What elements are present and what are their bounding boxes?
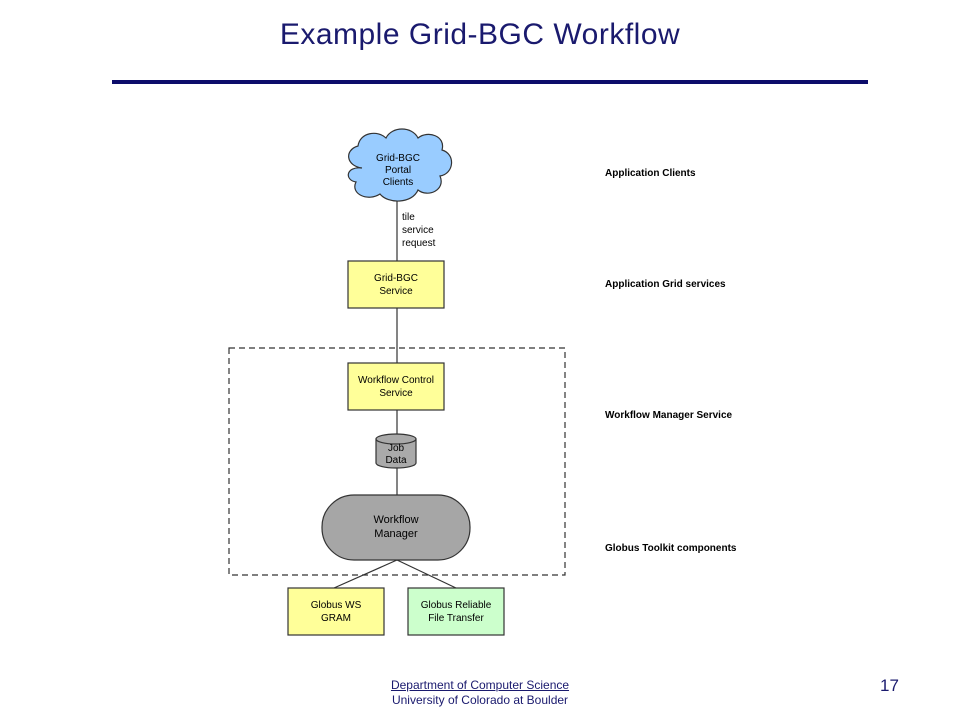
globus-ws-gram-box: Globus WS GRAM <box>287 587 385 636</box>
connector-manager-to-gram <box>333 559 398 589</box>
portal-clients-cloud: Grid-BGC Portal Clients <box>347 128 453 202</box>
grid-bgc-service-box: Grid-BGC Service <box>347 260 445 309</box>
layer-application-clients: Application Clients <box>605 168 696 179</box>
grid-bgc-service-label-2: Service <box>379 286 413 297</box>
portal-clients-label-3: Clients <box>383 177 414 188</box>
title-rule <box>112 80 868 84</box>
portal-clients-label-1: Grid-BGC <box>376 153 420 164</box>
edge-label-line-2: service <box>402 225 434 236</box>
edge-label-line-1: tile <box>402 212 415 223</box>
footer-university: University of Colorado at Boulder <box>391 693 569 707</box>
page-number: 17 <box>880 676 899 695</box>
portal-clients-label-2: Portal <box>385 165 411 176</box>
globus-rft-label-1: Globus Reliable <box>421 600 492 611</box>
job-data-label-1: Job <box>388 443 405 454</box>
workflow-control-label-2: Service <box>379 388 413 399</box>
edge-label-line-3: request <box>402 238 436 249</box>
workflow-control-service-box: Workflow Control Service <box>347 362 445 411</box>
globus-gram-label-2: GRAM <box>321 613 351 624</box>
workflow-manager-label-2: Manager <box>374 528 418 540</box>
slide-title: Example Grid-BGC Workflow <box>279 18 681 51</box>
workflow-manager-boundary <box>228 347 566 576</box>
connector-manager-to-rft <box>396 559 457 589</box>
globus-rft-box: Globus Reliable File Transfer <box>407 587 505 636</box>
grid-bgc-service-label-1: Grid-BGC <box>374 273 418 284</box>
layer-application-grid-services: Application Grid services <box>605 279 726 290</box>
globus-gram-label-1: Globus WS <box>311 600 362 611</box>
workflow-control-label-1: Workflow Control <box>358 375 434 386</box>
globus-rft-label-2: File Transfer <box>428 613 484 624</box>
footer-department-link[interactable]: Department of Computer Science <box>390 678 570 692</box>
footer: Department of Computer Science Universit… <box>340 678 620 708</box>
layer-globus-toolkit-components: Globus Toolkit components <box>605 543 737 554</box>
layer-workflow-manager-service: Workflow Manager Service <box>605 410 733 421</box>
workflow-manager-label-1: Workflow <box>373 514 418 526</box>
workflow-manager-node: Workflow Manager <box>321 494 471 561</box>
job-data-label-2: Data <box>385 455 407 466</box>
job-data-cylinder: Job Data <box>375 433 417 469</box>
